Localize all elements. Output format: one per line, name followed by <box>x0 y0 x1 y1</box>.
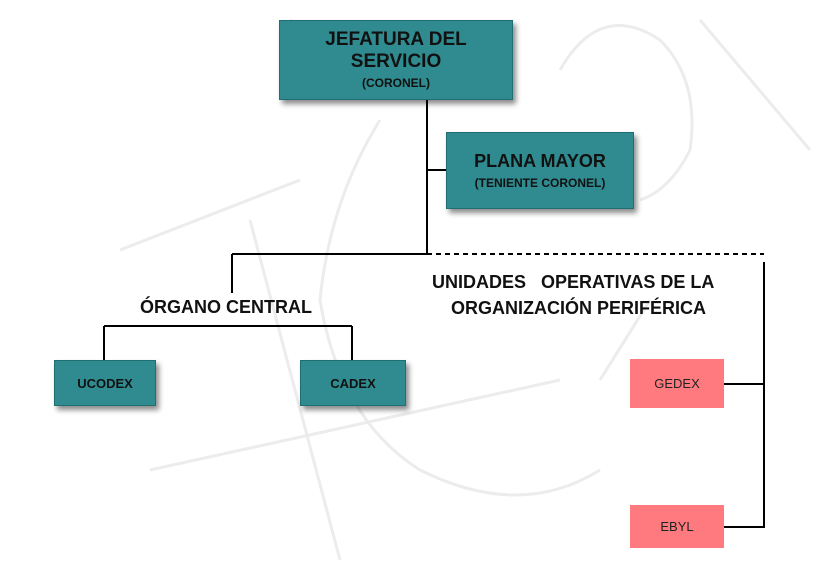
jefatura-box: JEFATURA DEL SERVICIO (CORONEL) <box>279 20 513 100</box>
plana-mayor-subtitle: (TENIENTE CORONEL) <box>474 176 606 190</box>
gedex-label: GEDEX <box>654 376 700 391</box>
ebyl-label: EBYL <box>660 519 694 534</box>
ebyl-box: EBYL <box>630 505 724 548</box>
organo-central-label: ÓRGANO CENTRAL <box>140 297 312 317</box>
gedex-box: GEDEX <box>630 359 724 408</box>
jefatura-title: JEFATURA DEL SERVICIO <box>325 29 467 72</box>
jefatura-subtitle: (CORONEL) <box>362 76 430 90</box>
cadex-label: CADEX <box>330 375 376 391</box>
ucodex-box: UCODEX <box>54 360 156 406</box>
plana-mayor-box: PLANA MAYOR (TENIENTE CORONEL) <box>446 132 634 209</box>
plana-mayor-title: PLANA MAYOR <box>474 151 606 171</box>
ucodex-label: UCODEX <box>77 375 133 391</box>
unidades-operativas-label-line1: UNIDADES OPERATIVAS DE LA <box>432 272 715 292</box>
unidades-operativas-label-line2: ORGANIZACIÓN PERIFÉRICA <box>451 298 707 318</box>
cadex-box: CADEX <box>300 360 406 406</box>
